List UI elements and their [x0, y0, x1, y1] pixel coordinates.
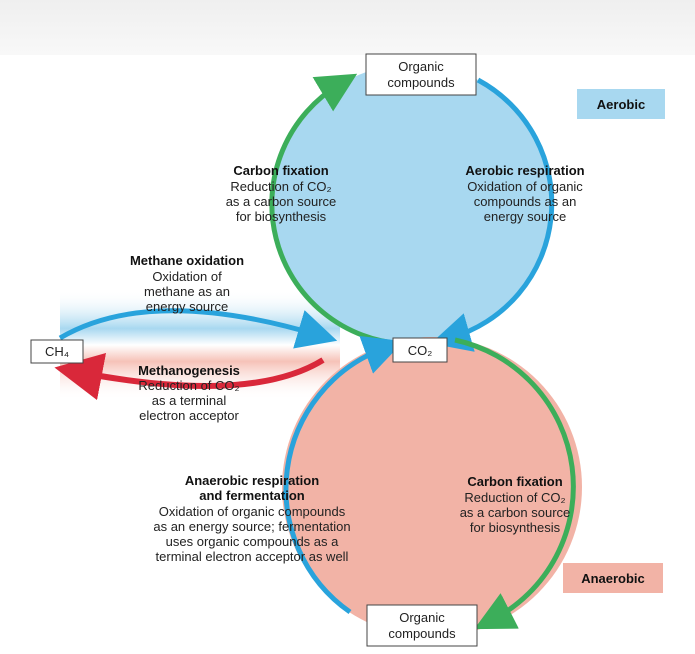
process-line: Reduction of CO₂ — [230, 179, 331, 194]
process-line: methane as an — [144, 284, 230, 299]
process-title: Carbon fixation — [467, 474, 562, 489]
process-line: terminal electron acceptor as well — [156, 549, 349, 564]
process-line: as a terminal — [152, 393, 227, 408]
process-line: energy source — [146, 299, 228, 314]
anaerobic-circle — [282, 337, 582, 637]
process-line: for biosynthesis — [236, 209, 327, 224]
process-title: and fermentation — [199, 488, 305, 503]
aerobic-respiration-arrow — [430, 77, 555, 352]
process-line: as a carbon source — [460, 505, 571, 520]
carbon-fixation-anaerobic-arrow — [454, 337, 576, 630]
carbon-fixation-arrow — [269, 73, 406, 347]
process-line: Oxidation of organic — [467, 179, 583, 194]
node-label: CH₄ — [45, 344, 69, 359]
node-label: Organic — [399, 610, 445, 625]
node-label: compounds — [387, 75, 455, 90]
co2-node: CO₂ — [392, 337, 448, 363]
aerobic-respiration-text: Aerobic respiration Oxidation of organic… — [465, 163, 584, 224]
aerobic-label-bg — [577, 89, 665, 119]
node-label: compounds — [388, 626, 456, 641]
methanogenesis-arrow — [54, 352, 325, 401]
aerobic-label: Aerobic — [597, 97, 645, 112]
methanogenesis-text: Methanogenesis Reduction of CO₂ as a ter… — [138, 363, 240, 423]
methane-oxidation-text: Methane oxidation Oxidation of methane a… — [130, 253, 244, 314]
process-line: uses organic compounds as a — [166, 534, 339, 549]
process-line: compounds as an — [474, 194, 577, 209]
process-line: energy source — [484, 209, 566, 224]
top-band — [0, 0, 695, 55]
carbon-fixation-anaerobic-text: Carbon fixation Reduction of CO₂ as a ca… — [460, 474, 571, 535]
anaerobic-respiration-arrow — [283, 336, 404, 615]
process-title: Carbon fixation — [233, 163, 328, 178]
process-line: for biosynthesis — [470, 520, 561, 535]
process-title: Anaerobic respiration — [185, 473, 319, 488]
carbon-fixation-aerobic-text: Carbon fixation Reduction of CO₂ as a ca… — [226, 163, 337, 224]
process-title: Aerobic respiration — [465, 163, 584, 178]
process-line: as a carbon source — [226, 194, 337, 209]
process-line: Oxidation of organic compounds — [159, 504, 346, 519]
methane-oxidation-arrow — [58, 308, 338, 349]
process-line: Reduction of CO₂ — [464, 490, 565, 505]
anaerobic-respiration-text: Anaerobic respiration and fermentation O… — [153, 473, 350, 564]
ch4-node: CH₄ — [30, 339, 84, 364]
bottom-organic-compounds-node: Organic compounds — [366, 604, 478, 647]
process-title: Methanogenesis — [138, 363, 240, 378]
process-line: electron acceptor — [139, 408, 239, 423]
anaerobic-label-bg — [563, 563, 663, 593]
process-line: Oxidation of — [152, 269, 222, 284]
anaerobic-label: Anaerobic — [581, 571, 645, 586]
node-label: CO₂ — [408, 343, 433, 358]
process-line: as an energy source; fermentation — [153, 519, 350, 534]
node-label: Organic — [398, 59, 444, 74]
process-line: Reduction of CO₂ — [138, 378, 239, 393]
process-title: Methane oxidation — [130, 253, 244, 268]
top-organic-compounds-node: Organic compounds — [365, 53, 477, 96]
aerobic-circle — [273, 64, 553, 344]
